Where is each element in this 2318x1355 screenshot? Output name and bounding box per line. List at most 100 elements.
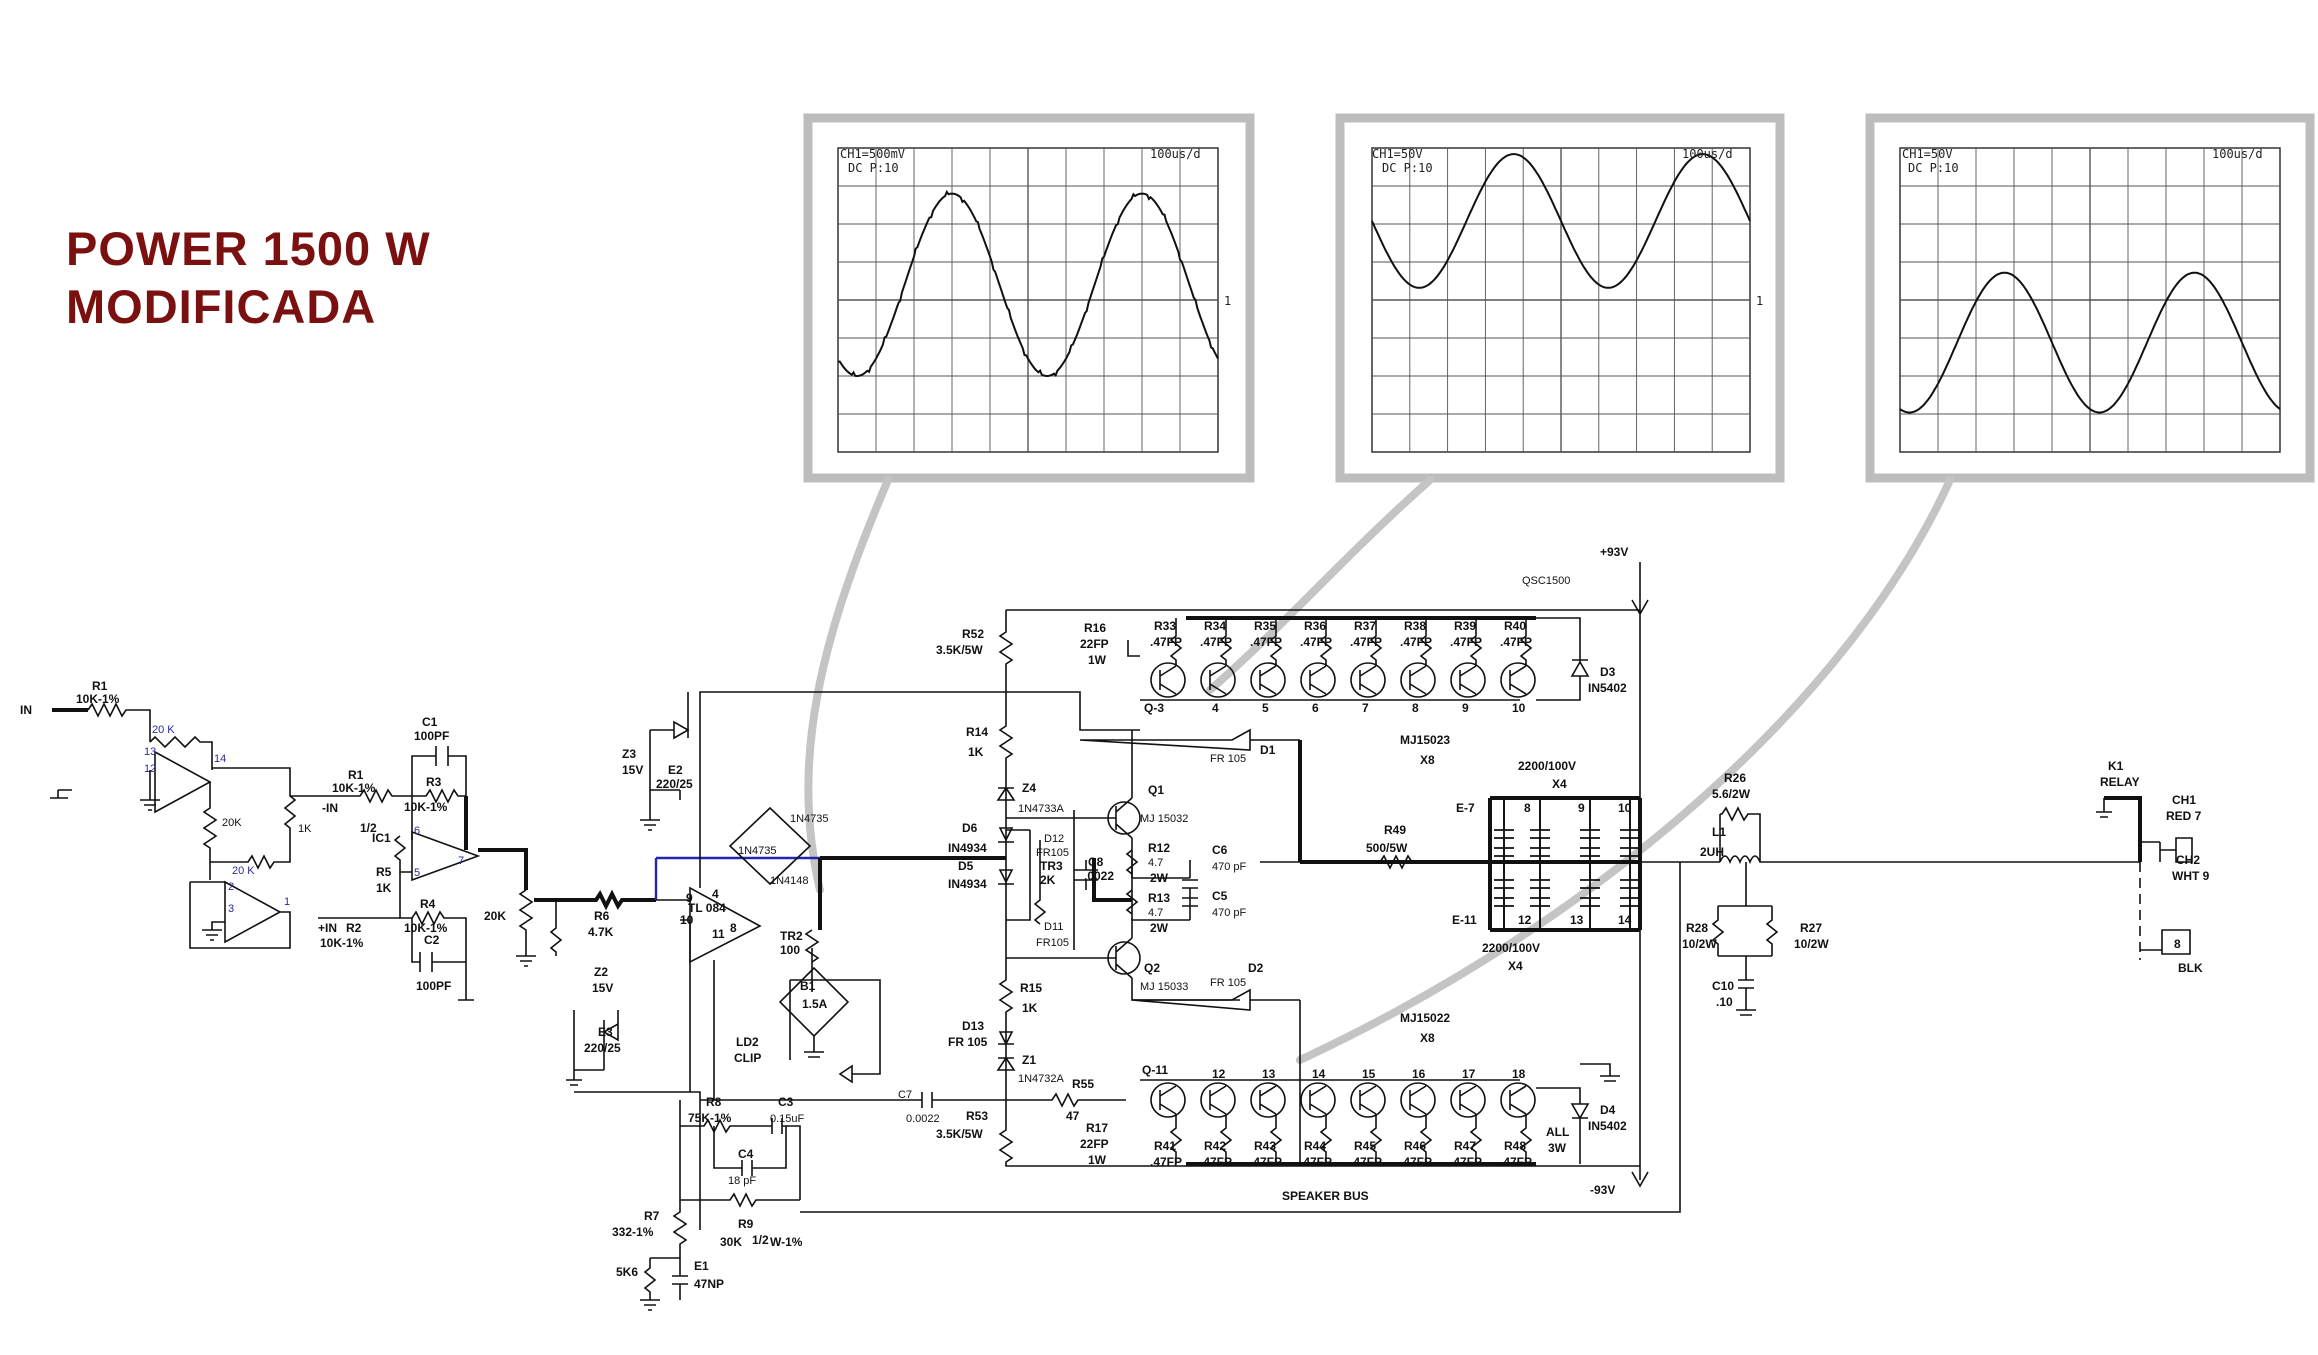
output-d4: D4 [1600, 1103, 1616, 1117]
speaker-r28-value: 10/2W [1682, 937, 1717, 951]
output-transistor [1250, 662, 1286, 698]
emitter-resistor [1319, 618, 1333, 666]
bias-r55-value: 47 [1066, 1109, 1080, 1123]
stage1-r1: R1 [348, 768, 364, 782]
transistor-number: 4 [1212, 701, 1219, 715]
bias-c5-value: 470 pF [1212, 907, 1247, 919]
output-q11: Q-11 [1142, 1063, 1168, 1077]
output-r16: R16 [1084, 621, 1106, 635]
output-transistor [1200, 1082, 1236, 1118]
input-pin13: 13 [144, 746, 156, 758]
emitter-resistor [1319, 1114, 1333, 1164]
scope-trace-1 [837, 189, 1219, 378]
bias-z4-value: 1N4733A [1018, 803, 1065, 815]
stage1-pin5: 5 [414, 867, 420, 879]
filter-capacitor [1494, 798, 1514, 930]
emitter-resistor [1519, 618, 1533, 666]
stage1-r5-value: 1K [376, 881, 392, 895]
filter-capacitor [1620, 798, 1640, 930]
emitter-resistor-value: .47FP [1500, 1155, 1532, 1169]
input-label: IN [20, 703, 32, 717]
output-transistor-leads [1359, 1085, 1377, 1115]
speaker-r26-value: 5.6/2W [1712, 787, 1751, 801]
driver-e3: E3 [598, 1025, 613, 1039]
output-mj-top: MJ15023 [1400, 733, 1450, 747]
scope-2-channel: CH1=50V [1372, 147, 1423, 161]
scope-3-timebase: 100us/d [2212, 147, 2263, 161]
bias-z4: Z4 [1022, 781, 1036, 795]
emitter-resistor-label: R38 [1404, 619, 1426, 633]
scope-trace-2 [1371, 153, 1751, 289]
input-pin12: 12 [144, 763, 156, 775]
emitter-resistor-label: R47 [1454, 1139, 1476, 1153]
caps-top-label: 2200/100V [1518, 759, 1576, 773]
driver-c7-value: 0.0022 [906, 1113, 940, 1125]
input-r1: R1 [92, 679, 108, 693]
transistor-number: 10 [1512, 701, 1526, 715]
driver-ld2-value: CLIP [734, 1051, 761, 1065]
scope-1-coupling: DC P:10 [848, 161, 899, 175]
output-q3: Q-3 [1144, 701, 1164, 715]
transistor-number: 14 [1312, 1067, 1326, 1081]
emitter-resistor-label: R44 [1304, 1139, 1326, 1153]
output-r16-w: 1W [1088, 653, 1107, 667]
output-transistor [1450, 1082, 1486, 1118]
emitter-resistor-value: .47FP [1300, 635, 1332, 649]
emitter-resistor [1219, 1114, 1233, 1164]
input-pin1: 1 [284, 896, 290, 908]
emitter-resistor [1469, 618, 1483, 666]
scope-grid-2 [1371, 147, 1751, 453]
emitter-resistor-value: .47FP [1200, 635, 1232, 649]
stage1-r3-value: 10K-1% [404, 800, 448, 814]
scope-1-channel: CH1=500mV [840, 147, 905, 161]
output-transistor-leads [1309, 1085, 1327, 1115]
output-speaker-bus: SPEAKER BUS [1282, 1189, 1369, 1203]
filter-capacitor [1530, 798, 1550, 930]
driver-r8-value: 75K-1% [688, 1111, 732, 1125]
emitter-resistor-label: R45 [1354, 1139, 1376, 1153]
emitter-resistor-value: .47FP [1400, 635, 1432, 649]
emitter-resistor [1169, 1114, 1183, 1164]
driver-tr2-value: 100 [780, 943, 800, 957]
bias-c8-value: .0022 [1084, 869, 1114, 883]
bias-r15: R15 [1020, 981, 1042, 995]
emitter-resistor-value: .47FP [1350, 1155, 1382, 1169]
input-pin14: 14 [214, 753, 226, 765]
bias-d13-value: FR 105 [948, 1035, 988, 1049]
stage1-r2: R2 [346, 921, 362, 935]
emitter-resistor-label: R46 [1404, 1139, 1426, 1153]
caps-bot-label: 2200/100V [1482, 941, 1540, 955]
caps-n14: 14 [1618, 913, 1632, 927]
output-transistor [1500, 662, 1536, 698]
speaker-c10: C10 [1712, 979, 1734, 993]
bias-d1-value: FR 105 [1210, 753, 1246, 765]
output-transistor [1150, 662, 1186, 698]
driver-r7-value: 332-1% [612, 1225, 654, 1239]
emitter-resistor-label: R48 [1504, 1139, 1526, 1153]
emitter-resistor-value: .47FP [1450, 635, 1482, 649]
emitter-resistor [1269, 1114, 1283, 1164]
stage1-half: 1/2 [360, 821, 377, 835]
output-transistor-leads [1409, 665, 1427, 695]
speaker-l1: L1 [1712, 825, 1726, 839]
output-transistor [1350, 1082, 1386, 1118]
bias-r13: R13 [1148, 891, 1170, 905]
transistor-number: 6 [1312, 701, 1319, 715]
capacitor-bank: 2200/100V X4 2200/100V X4 E-7 E-11 8 9 1… [1452, 759, 1642, 973]
stage1-pin6: 6 [414, 825, 420, 837]
driver-stage: 9 4 10 11 8 TL 084 Z3 15V E2 220/25 1N47… [566, 691, 1140, 1311]
transistor-number: 12 [1212, 1067, 1226, 1081]
top-transistor-bank: R33.47FPR34.47FP4R35.47FP5R36.47FP6R37.4… [1140, 618, 1536, 715]
driver-r8: R8 [706, 1095, 722, 1109]
bias-q1: Q1 [1148, 783, 1164, 797]
output-transistor-leads [1259, 665, 1277, 695]
emitter-resistor-label: R39 [1454, 619, 1476, 633]
emitter-resistor [1369, 1114, 1383, 1164]
bias-d12-value: FR105 [1036, 847, 1069, 859]
scope-2-timebase: 100us/d [1682, 147, 1733, 161]
emitter-resistor [1369, 618, 1383, 666]
bias-r12-w: 2W [1150, 871, 1169, 885]
emitter-resistor-value: .47FP [1250, 635, 1282, 649]
scope-2-coupling: DC P:10 [1382, 161, 1433, 175]
caps-n10: 10 [1618, 801, 1632, 815]
